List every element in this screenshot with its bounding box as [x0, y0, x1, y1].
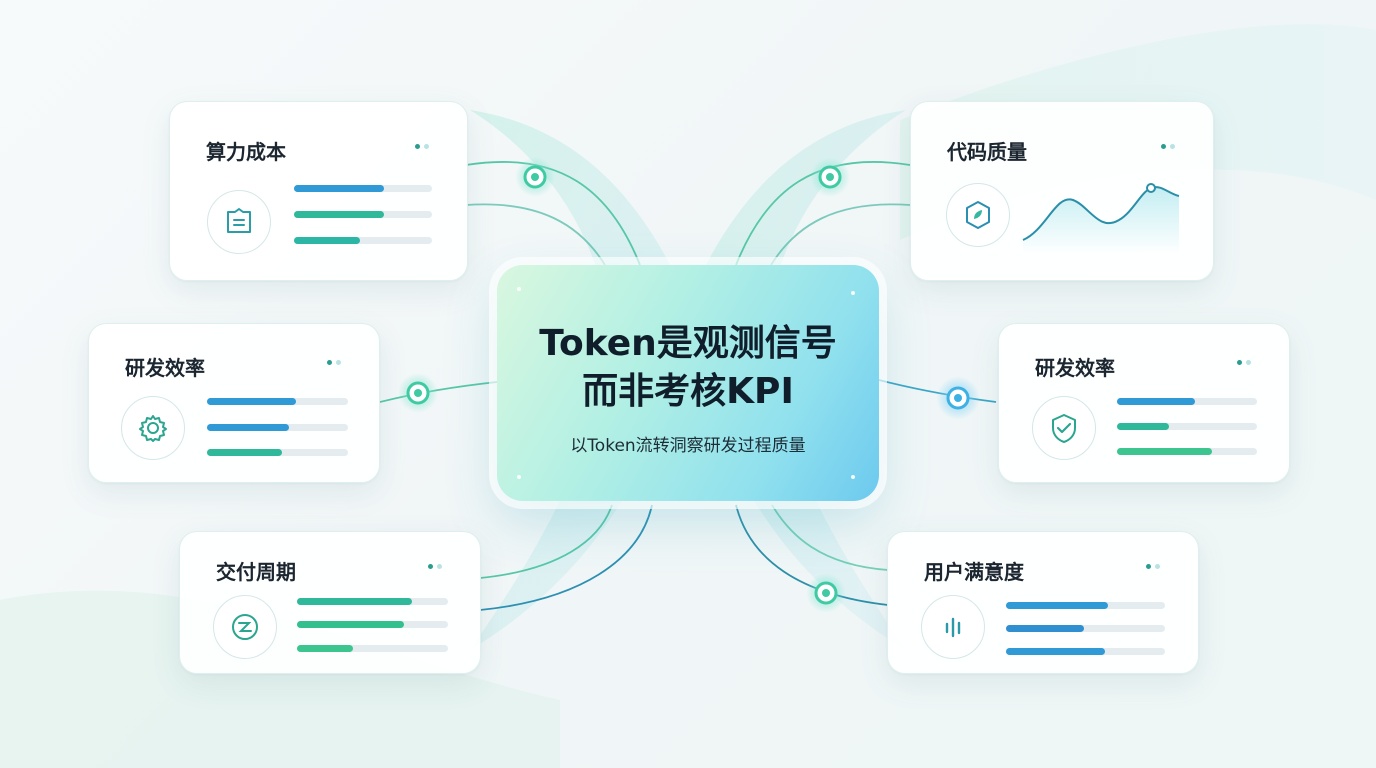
progress-bar: [1006, 648, 1165, 655]
more-dots-icon: [428, 564, 444, 570]
cycle-icon: [213, 595, 277, 659]
card-rd-efficiency-left: 研发效率: [88, 323, 380, 483]
center-subtitle: 以Token流转洞察研发过程质量: [570, 436, 806, 456]
center-title-line1: Token是观测信号: [539, 323, 837, 364]
card-title: 研发效率: [1035, 356, 1115, 380]
sparkle-dot: [851, 475, 855, 479]
background-swoosh-left: [0, 590, 560, 768]
wing-left: [470, 110, 700, 650]
more-dots-icon: [1161, 144, 1177, 150]
progress-bar: [1117, 448, 1257, 455]
card-title: 代码质量: [947, 140, 1027, 164]
connector-delivery-2: [479, 504, 653, 611]
more-dots-icon: [1146, 564, 1162, 570]
sparkle-dot: [517, 287, 521, 291]
progress-bar: [294, 211, 432, 218]
center-message-card: Token是观测信号 而非考核KPI 以Token流转洞察研发过程质量: [497, 265, 879, 501]
more-dots-icon: [415, 144, 431, 150]
card-title: 算力成本: [206, 140, 286, 164]
progress-bar: [297, 645, 448, 652]
connector-compute-cost: [465, 161, 641, 266]
progress-bar: [1006, 602, 1165, 609]
progress-bar: [297, 621, 448, 628]
connector-code-quality: [735, 161, 911, 266]
shield-check-icon: [1032, 396, 1096, 460]
trend-line-chart: [1022, 183, 1180, 254]
progress-bar: [1117, 423, 1257, 430]
connector-compute-cost-2: [465, 203, 606, 266]
sparkle-dot: [517, 475, 521, 479]
card-code-quality: 代码质量: [910, 101, 1214, 281]
card-delivery-cycle: 交付周期: [179, 531, 481, 674]
progress-bar: [294, 237, 432, 244]
sparkle-dot: [851, 291, 855, 295]
progress-bar: [1006, 625, 1165, 632]
center-title-line2: 而非考核KPI: [582, 371, 794, 412]
progress-bar: [294, 185, 432, 192]
hexagon-leaf-icon: [946, 183, 1010, 247]
connector-satisfaction-2: [771, 504, 889, 571]
progress-bar: [1117, 398, 1257, 405]
more-dots-icon: [327, 360, 343, 366]
progress-bar: [207, 449, 348, 456]
progress-bar: [207, 398, 348, 405]
progress-bar: [297, 598, 448, 605]
connector-nodes: [398, 157, 980, 613]
card-title: 交付周期: [216, 560, 296, 584]
card-rd-efficiency-right: 研发效率: [998, 323, 1290, 483]
document-tag-icon: [207, 190, 271, 254]
more-dots-icon: [1237, 360, 1253, 366]
progress-bar: [207, 424, 348, 431]
gear-icon: [121, 396, 185, 460]
connector-rd-right: [878, 379, 997, 403]
card-user-satisfaction: 用户满意度: [887, 531, 1199, 674]
card-title: 研发效率: [125, 356, 205, 380]
connector-rd-left: [379, 381, 498, 403]
connector-delivery: [479, 504, 613, 579]
connector-code-quality-2: [770, 203, 911, 266]
connector-satisfaction: [735, 504, 889, 606]
card-title: 用户满意度: [924, 560, 1024, 584]
wing-right: [676, 110, 906, 650]
audio-bars-icon: [921, 595, 985, 659]
card-compute-cost: 算力成本: [169, 101, 468, 281]
